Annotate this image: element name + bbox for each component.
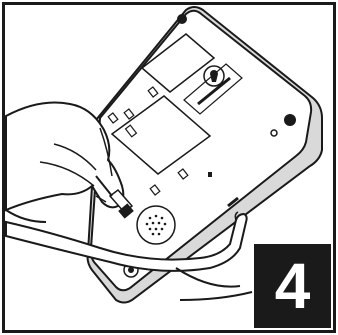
corner-screw-top	[177, 14, 187, 24]
corner-screw-right	[284, 114, 296, 126]
speaker-grille	[137, 206, 175, 244]
step-number: 4	[275, 254, 311, 318]
indicator-dot	[208, 172, 212, 177]
step-number-badge: 4	[254, 244, 331, 328]
